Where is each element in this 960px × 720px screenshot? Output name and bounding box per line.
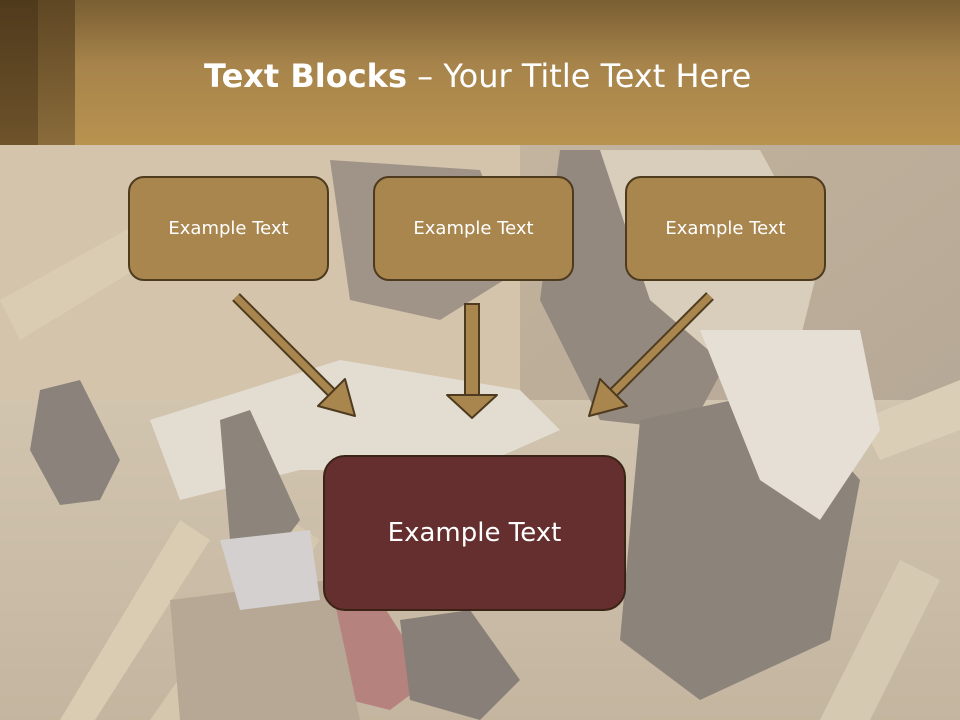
main-text-box[interactable]: Example Text [323, 455, 626, 611]
text-box-2-label: Example Text [413, 218, 534, 239]
main-text-box-label: Example Text [387, 518, 562, 548]
title-rest: – Your Title Text Here [407, 57, 752, 95]
header-band: Text Blocks – Your Title Text Here [0, 0, 960, 145]
header-accent-mid [38, 0, 75, 145]
text-box-3-label: Example Text [665, 218, 786, 239]
text-box-2[interactable]: Example Text [373, 176, 574, 281]
text-box-1-label: Example Text [168, 218, 289, 239]
text-box-1[interactable]: Example Text [128, 176, 329, 281]
header-accent-dark [0, 0, 38, 145]
slide-title[interactable]: Text Blocks – Your Title Text Here [204, 54, 751, 98]
text-box-3[interactable]: Example Text [625, 176, 826, 281]
title-bold: Text Blocks [204, 57, 407, 95]
